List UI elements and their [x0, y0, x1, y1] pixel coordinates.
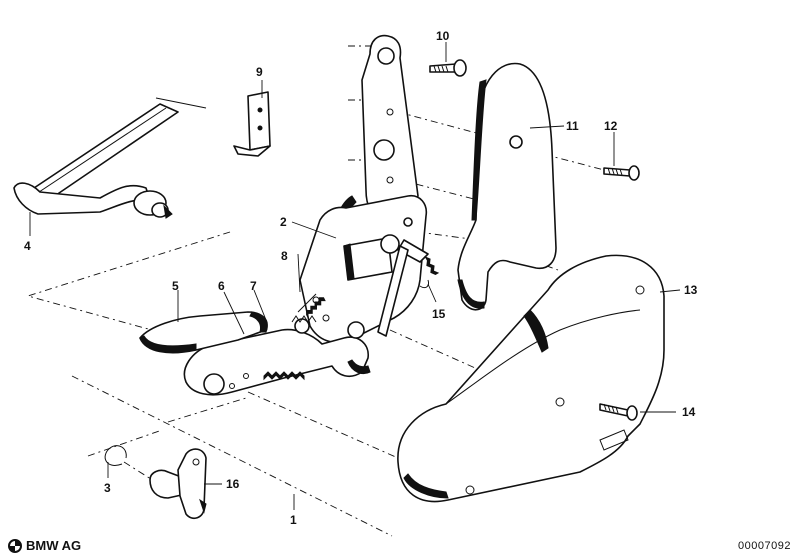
callout-labels: 1 2 3 4 5 6 7 8 9 10 11 12 13 14 15 16 [24, 29, 698, 527]
callout-10: 10 [436, 29, 450, 43]
release-handle-part [139, 311, 268, 354]
document-number: 00007092 [738, 540, 791, 552]
callout-3: 3 [104, 481, 111, 495]
callout-11: 11 [566, 119, 579, 133]
callout-13: 13 [684, 283, 698, 297]
leader-lines [29, 42, 681, 510]
callout-8: 8 [281, 249, 288, 263]
callout-6: 6 [218, 279, 225, 293]
callout-14: 14 [682, 405, 696, 419]
callout-12: 12 [604, 119, 618, 133]
screw-10-part [429, 59, 467, 77]
callout-15: 15 [432, 307, 446, 321]
pin-lever-part [149, 448, 207, 520]
main-frame-part [299, 194, 429, 344]
callout-1: 1 [290, 513, 297, 527]
callout-16: 16 [226, 477, 240, 491]
latch-arm-part [183, 318, 371, 396]
callout-5: 5 [172, 279, 179, 293]
bmw-logo-icon [8, 538, 22, 553]
callout-4: 4 [24, 239, 31, 253]
callout-9: 9 [256, 65, 263, 79]
callout-7: 7 [250, 279, 257, 293]
bracket-part [233, 91, 271, 157]
callout-2: 2 [280, 215, 287, 229]
screw-12-part [603, 165, 640, 181]
side-cover-part [397, 254, 665, 503]
hinge-plate-part [457, 62, 557, 311]
brand-name: BMW AG [26, 538, 82, 553]
guide-rail-part [13, 97, 207, 219]
screw-14-part [599, 403, 638, 421]
springs [263, 256, 440, 381]
brand-footer: BMW AG [8, 538, 81, 553]
circlip-part [104, 445, 127, 466]
